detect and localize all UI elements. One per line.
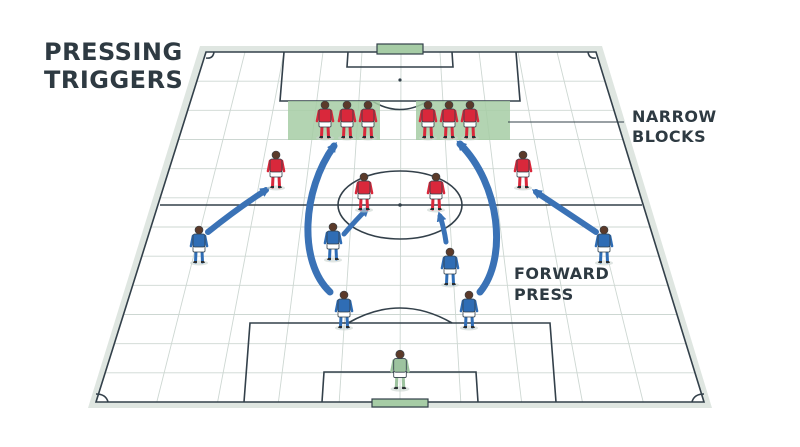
top-penalty-spot (398, 78, 402, 82)
grid-line-vertical (399, 51, 402, 403)
blue-player (334, 290, 354, 331)
blue-player (594, 225, 614, 266)
title-line-2: TRIGGERS (44, 66, 183, 94)
red-player (337, 100, 357, 141)
center-circle (337, 170, 463, 240)
red-player (354, 172, 374, 213)
red-player (315, 100, 335, 141)
blue-player (440, 247, 460, 288)
corner-arc-bottom-left (95, 393, 109, 403)
top-goal-area (346, 51, 454, 68)
goalkeeper (390, 349, 410, 392)
grid-line-vertical (217, 51, 285, 403)
top-penalty-box (279, 51, 521, 102)
blue-player (189, 225, 209, 266)
red-player (460, 100, 480, 141)
right-long-press-arrow (456, 140, 500, 296)
right-wide-press-arrow (531, 189, 599, 235)
bottom-goal (371, 398, 429, 408)
left-long-press-arrow (304, 141, 338, 296)
red-player (358, 100, 378, 141)
red-player (439, 100, 459, 141)
touchline-boundary (94, 51, 706, 403)
corner-arc-bottom-right (691, 393, 705, 403)
blue-player (459, 290, 479, 331)
grid-line-vertical (517, 51, 583, 403)
left-wide-press-arrow (205, 187, 271, 235)
forward-press-label-line-1: FORWARD (514, 264, 609, 283)
narrow-blocks-label-line-1: NARROW (632, 107, 717, 126)
corner-arc-top-left (205, 51, 215, 59)
forward-press-label-line-2: PRESS (514, 285, 574, 304)
top-goal (376, 43, 424, 55)
center-spot (398, 203, 402, 207)
players (189, 100, 614, 392)
corner-arc-top-right (587, 51, 597, 59)
bottom-penalty-arc (347, 307, 453, 324)
narrow-blocks-label-line-2: BLOCKS (632, 127, 706, 146)
title-line-1: PRESSING (44, 38, 183, 66)
red-player (513, 150, 533, 191)
red-player (266, 150, 286, 191)
grid-line-vertical (556, 51, 644, 403)
bottom-penalty-box (243, 322, 557, 403)
blue-player (323, 222, 343, 263)
red-player (426, 172, 446, 213)
right-central-press-arrow (436, 211, 449, 245)
red-player (418, 100, 438, 141)
